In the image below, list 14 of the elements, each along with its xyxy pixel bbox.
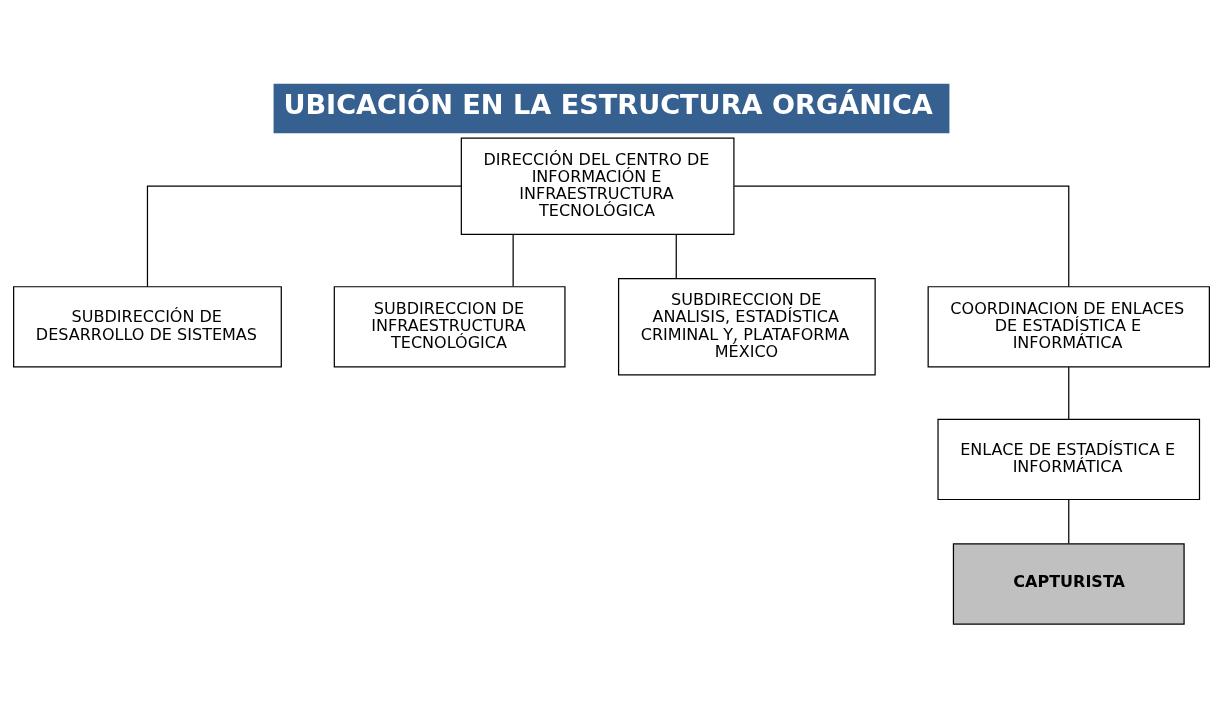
node-box: SUBDIRECCION DE ANALISIS, ESTADÍSTICA CRIMINAL Y, PLATAFORMA MÉXICO [617,277,876,376]
node-box: SUBDIRECCIÓN DE DESARROLLO DE SISTEMAS [13,285,282,368]
diagram-title: UBICACIÓN EN LA ESTRUCTURA ORGÁNICA [283,88,933,120]
connector [675,233,677,279]
connector [512,233,514,287]
node-box: DIRECCIÓN DEL CENTRO DE INFORMACIÓN E INFRAESTRUCTURA TECNOLÓGICA [460,137,735,235]
connector [733,185,1070,287]
node-box: COORDINACION DE ENLACES DE ESTADÍSTICA E INFORMÁTICA [927,285,1210,368]
node-box: SUBDIRECCION DE INFRAESTRUCTURA TECNOLÓGICA [333,285,566,368]
node-box: CAPTURISTA [952,542,1185,625]
connector [1068,498,1070,544]
connector [146,185,462,287]
connector [1068,365,1070,420]
node-box: ENLACE DE ESTADÍSTICA E INFORMÁTICA [937,418,1201,500]
